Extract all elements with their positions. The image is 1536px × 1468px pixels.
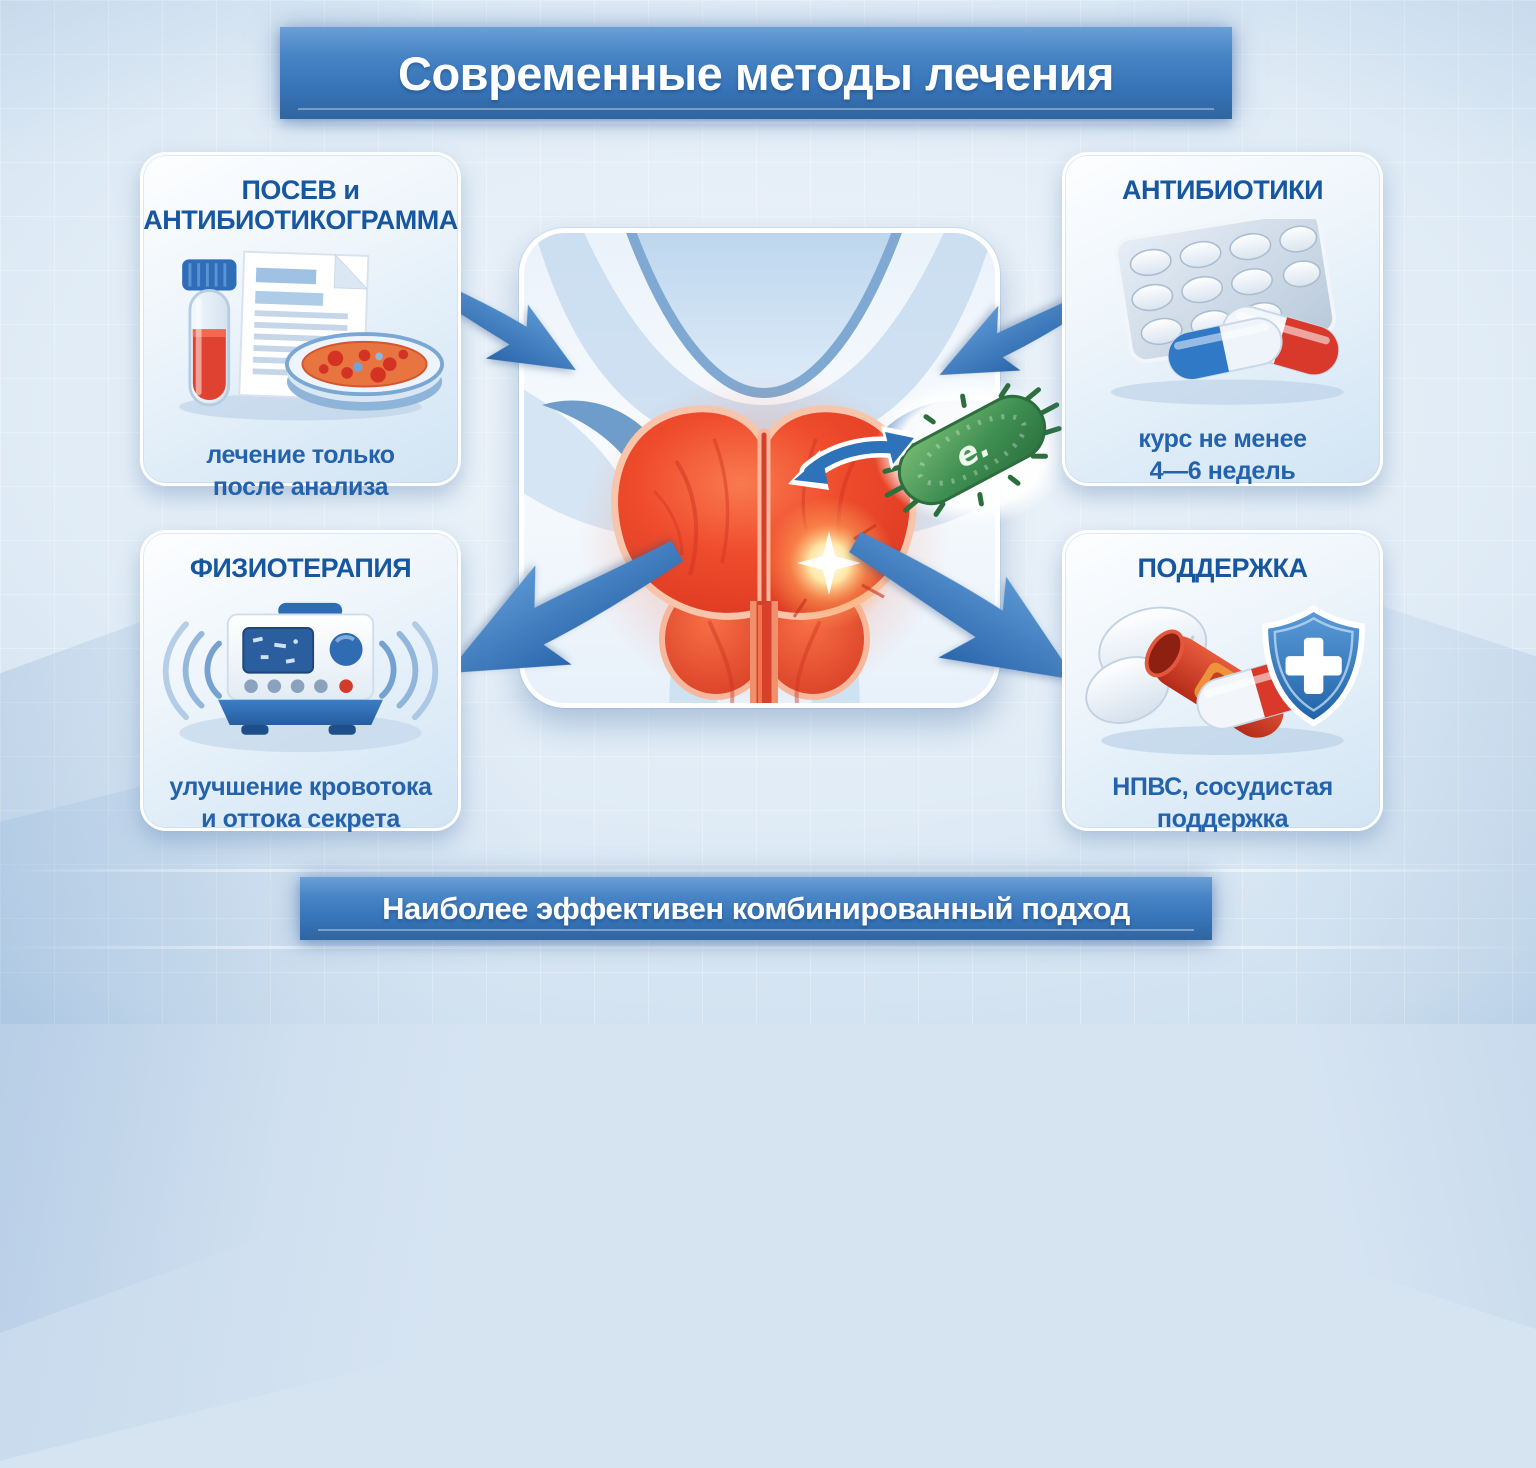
arrow-center-to-physio (447, 540, 684, 674)
card-antibiotiki: АНТИБИОТИКИ (1062, 152, 1383, 486)
footer-bottom-streak (0, 946, 1536, 949)
card-fizioterapiya-heading-line1: ФИЗИОТЕРАПИЯ (189, 553, 412, 583)
footer-text: Наиболее эффективен комбинированный подх… (382, 890, 1130, 926)
card-fizioterapiya-caption-line1: улучшение кровотока (169, 773, 432, 802)
petri-dish-icon (284, 332, 445, 412)
bacteria-icon: e. (874, 378, 1070, 526)
device-screen (242, 627, 315, 674)
arrow-center-to-support (849, 531, 1076, 680)
title-underline-streak (250, 121, 1260, 124)
card-fizioterapiya: ФИЗИОТЕРАПИЯ (140, 530, 461, 833)
footer-banner: Наиболее эффективен комбинированный подх… (300, 877, 1212, 940)
bladder-outer-band (535, 233, 993, 453)
card-podderzhka-caption-line1: НПВС, сосудистая (1112, 773, 1333, 802)
card-podderzhka-caption: НПВС, сосудистая поддержка (1112, 771, 1333, 835)
footer-top-streak (0, 869, 1536, 872)
card-podderzhka-caption-line2: поддержка (1156, 805, 1289, 834)
card-antibiotiki-caption-line1: курс не менее (1138, 425, 1307, 454)
wave-lines-right (379, 621, 439, 721)
antibiotics-icon (1110, 219, 1344, 405)
card-posev-heading-line1: ПОСЕВ и (241, 175, 361, 205)
card-podderzhka-heading-line1: ПОДДЕРЖКА (1137, 553, 1308, 583)
card-posev-heading-line2: АНТИБИОТИКОГРАММА (143, 205, 458, 236)
wave-lines-left (162, 621, 222, 721)
card-posev-caption-line2: после анализа (212, 473, 389, 502)
card-fizioterapiya-caption: улучшение кровотока и оттока секрета (169, 771, 432, 835)
card-antibiotiki-heading-line1: АНТИБИОТИКИ (1122, 175, 1324, 205)
physiotherapy-device-icon (162, 603, 439, 753)
card-podderzhka: ПОДДЕРЖКА (1062, 530, 1383, 833)
device-buttons (244, 679, 353, 694)
card-podderzhka-heading: ПОДДЕРЖКА (1137, 553, 1308, 583)
card-posev-caption: лечение только после анализа (206, 439, 395, 503)
page-title: Современные методы лечения (398, 46, 1114, 100)
card-antibiotiki-heading: АНТИБИОТИКИ (1122, 175, 1324, 205)
shield-cross-icon (1262, 605, 1366, 727)
card-antibiotiki-caption-line2: 4—6 недель (1149, 457, 1296, 486)
card-posev-caption-line1: лечение только (206, 441, 395, 470)
card-posev-heading: ПОСЕВ и АНТИБИОТИКОГРАММА (143, 175, 458, 235)
culture-antibiogram-icon (179, 251, 445, 421)
arrow-posev-to-center (424, 278, 576, 371)
support-meds-shield-icon (1085, 605, 1366, 756)
bacteria-prostate-arrow (788, 426, 920, 490)
card-fizioterapiya-heading: ФИЗИОТЕРАПИЯ (189, 553, 412, 583)
card-posev: ПОСЕВ и АНТИБИОТИКОГРАММА (140, 152, 461, 501)
arrow-antibiotics-to-center (939, 291, 1095, 375)
card-antibiotiki-caption: курс не менее 4—6 недель (1138, 423, 1307, 487)
card-fizioterapiya-caption-line2: и оттока секрета (201, 805, 400, 834)
pelvic-wedge-left (542, 400, 656, 487)
title-banner: Современные методы лечения (280, 27, 1232, 119)
blood-test-tube-icon (182, 259, 237, 407)
blue-capsule-icon (1167, 317, 1283, 381)
